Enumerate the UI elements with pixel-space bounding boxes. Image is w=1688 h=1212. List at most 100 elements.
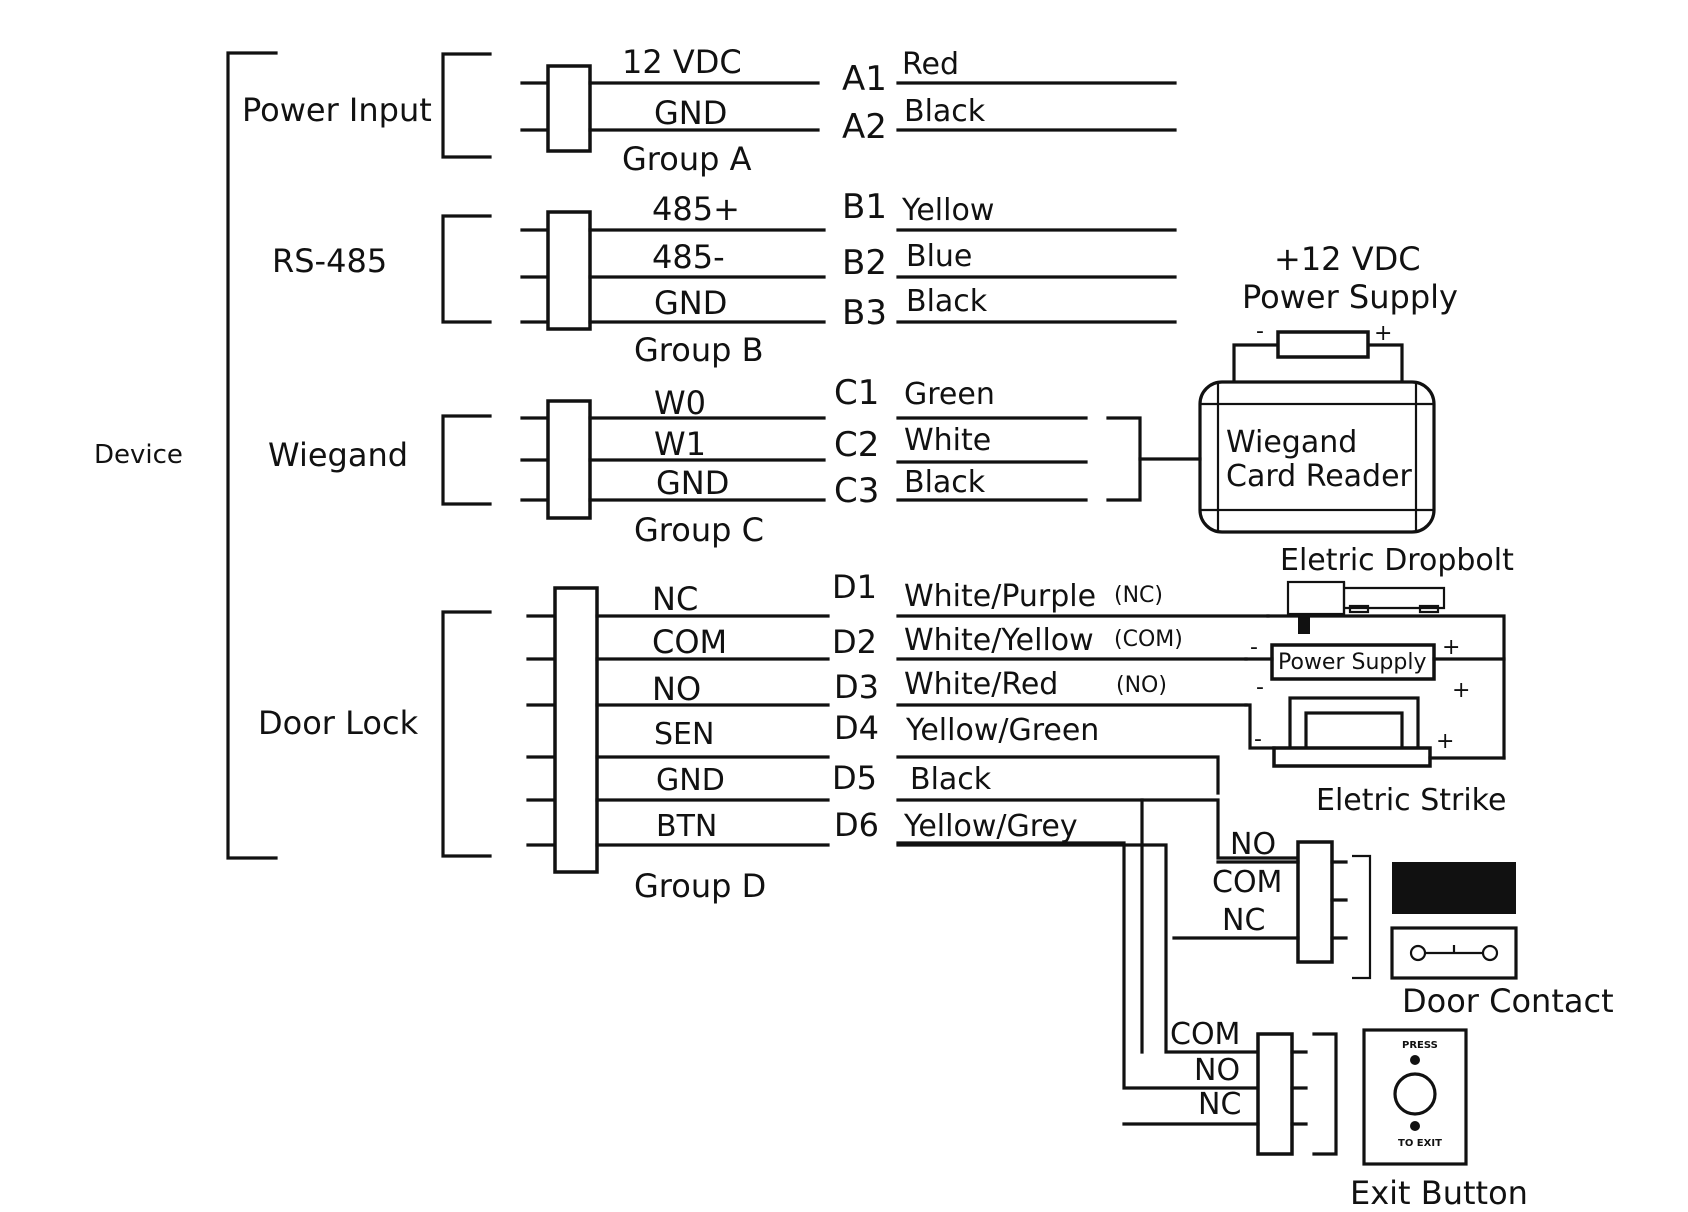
group-d: Door Lock NC COM NO SEN GND BTN Group D … xyxy=(258,568,1300,1090)
strike-minus-top: - xyxy=(1256,675,1264,700)
lock-supply-label: Power Supply xyxy=(1278,650,1426,675)
bracket-b xyxy=(441,214,492,324)
wire-a2: Black xyxy=(904,94,986,129)
pin-d1-id: D1 xyxy=(832,568,877,606)
group-b-label: Group B xyxy=(634,331,764,369)
wire-d3: White/Red xyxy=(904,667,1058,702)
pin-b3-name: GND xyxy=(654,284,727,322)
label-door-lock: Door Lock xyxy=(258,704,419,742)
reader-bracket xyxy=(1106,416,1142,502)
door-contact-terminal xyxy=(1296,840,1334,964)
pin-b1-name: 485+ xyxy=(652,190,740,228)
wire-c3: Black xyxy=(904,465,986,500)
wire-c1: Green xyxy=(904,377,995,412)
lock-power-supply: Power Supply - + xyxy=(1244,635,1506,681)
group-a-label: Group A xyxy=(622,140,752,178)
dropbolt-body xyxy=(1286,580,1346,616)
pin-c1-name: W0 xyxy=(654,384,706,422)
pin-a1-name: 12 VDC xyxy=(622,43,742,81)
electric-strike: - + - + Eletric Strike xyxy=(1244,675,1506,818)
door-contact-title: Door Contact xyxy=(1402,982,1614,1020)
label-power-input: Power Input xyxy=(242,91,432,129)
pin-d3-id: D3 xyxy=(834,668,879,706)
pin-d5-name: GND xyxy=(656,763,725,798)
reader-supply-plus: + xyxy=(1374,321,1392,346)
reader-body xyxy=(1198,380,1436,534)
pin-d3-name: NO xyxy=(652,670,701,708)
door-magnet xyxy=(1392,862,1516,914)
wiegand-card-reader: +12 VDC Power Supply - + Wiegand Card Re… xyxy=(1198,240,1458,534)
reader-supply-label: Power Supply xyxy=(1242,278,1458,316)
exit-nc: NC xyxy=(1198,1087,1241,1122)
reader-label-line1: Wiegand xyxy=(1226,425,1357,460)
door-contact-nc: NC xyxy=(1222,903,1265,938)
bracket-a xyxy=(441,52,492,159)
wire-d4: Yellow/Green xyxy=(905,713,1099,748)
pin-d4-id: D4 xyxy=(834,709,879,747)
strike-base xyxy=(1272,746,1432,768)
label-rs485: RS-485 xyxy=(272,242,387,280)
pin-d5-id: D5 xyxy=(832,759,877,797)
wire-d2-tag: (COM) xyxy=(1114,627,1183,652)
strike-minus-bottom: - xyxy=(1254,727,1262,752)
pin-d6-name: BTN xyxy=(656,809,717,844)
pin-d2-name: COM xyxy=(652,623,727,661)
wire-b1: Yellow xyxy=(901,193,994,228)
terminal-block-b xyxy=(546,210,592,331)
pin-c3-id: C3 xyxy=(834,471,879,511)
strike-plus-bottom: + xyxy=(1436,729,1454,754)
pin-a2-id: A2 xyxy=(842,107,887,147)
pin-c2-id: C2 xyxy=(834,425,879,465)
door-contact-com: COM xyxy=(1212,865,1282,900)
strike-frame xyxy=(1288,696,1420,752)
door-sensor xyxy=(1390,926,1518,980)
pin-b3-id: B3 xyxy=(842,293,887,333)
exit-button: COM NO NC PRESS TO EXIT Exit Button xyxy=(1122,1017,1528,1212)
exit-dot-bottom xyxy=(1410,1121,1420,1131)
exit-to-exit-label: TO EXIT xyxy=(1398,1138,1442,1149)
exit-push-button xyxy=(1393,1072,1437,1116)
pin-c3-name: GND xyxy=(656,464,729,502)
strike-plus-top: + xyxy=(1452,678,1470,703)
pin-d1-name: NC xyxy=(652,580,698,618)
reader-label-line2: Card Reader xyxy=(1226,459,1413,494)
group-a: Power Input 12 VDC GND Group A A1 A2 Red… xyxy=(242,43,1177,178)
exit-button-plate xyxy=(1362,1028,1468,1166)
reader-supply-voltage: +12 VDC xyxy=(1274,240,1421,278)
terminal-block-a xyxy=(546,64,592,153)
wire-a1: Red xyxy=(902,47,959,82)
electric-dropbolt: Eletric Dropbolt xyxy=(1266,543,1514,760)
strike-title: Eletric Strike xyxy=(1316,783,1506,818)
group-c-label: Group C xyxy=(634,511,764,549)
pin-b2-name: 485- xyxy=(652,238,725,276)
wire-d5: Black xyxy=(910,762,992,797)
dropbolt-title: Eletric Dropbolt xyxy=(1280,543,1514,578)
device-label: Device xyxy=(94,440,183,470)
wire-d1: White/Purple xyxy=(904,579,1096,614)
lock-supply-plus: + xyxy=(1442,635,1460,660)
terminal-block-d xyxy=(553,586,599,874)
reader-supply-minus: - xyxy=(1256,319,1264,344)
exit-dot-top xyxy=(1410,1055,1420,1065)
door-contact-no: NO xyxy=(1230,827,1276,862)
pin-a1-id: A1 xyxy=(842,59,887,99)
exit-no: NO xyxy=(1194,1053,1240,1088)
pin-d2-id: D2 xyxy=(832,623,877,661)
exit-button-title: Exit Button xyxy=(1350,1174,1528,1212)
pin-b2-id: B2 xyxy=(842,243,887,283)
exit-button-terminal xyxy=(1256,1032,1294,1156)
door-contact: NO COM NC Door Contact xyxy=(1172,827,1614,1020)
lock-supply-box xyxy=(1270,643,1436,681)
strike-latch xyxy=(1304,711,1404,752)
wire-d1-tag: (NC) xyxy=(1114,583,1163,608)
group-d-label: Group D xyxy=(634,867,766,905)
dropbolt-pin xyxy=(1298,614,1310,634)
bracket-d xyxy=(441,610,492,858)
bracket-c xyxy=(441,414,492,506)
exit-press-label: PRESS xyxy=(1402,1040,1438,1051)
wire-b2: Blue xyxy=(906,239,972,274)
device-bracket xyxy=(226,51,278,860)
terminal-block-c xyxy=(546,399,592,520)
lock-supply-minus: - xyxy=(1250,635,1258,660)
